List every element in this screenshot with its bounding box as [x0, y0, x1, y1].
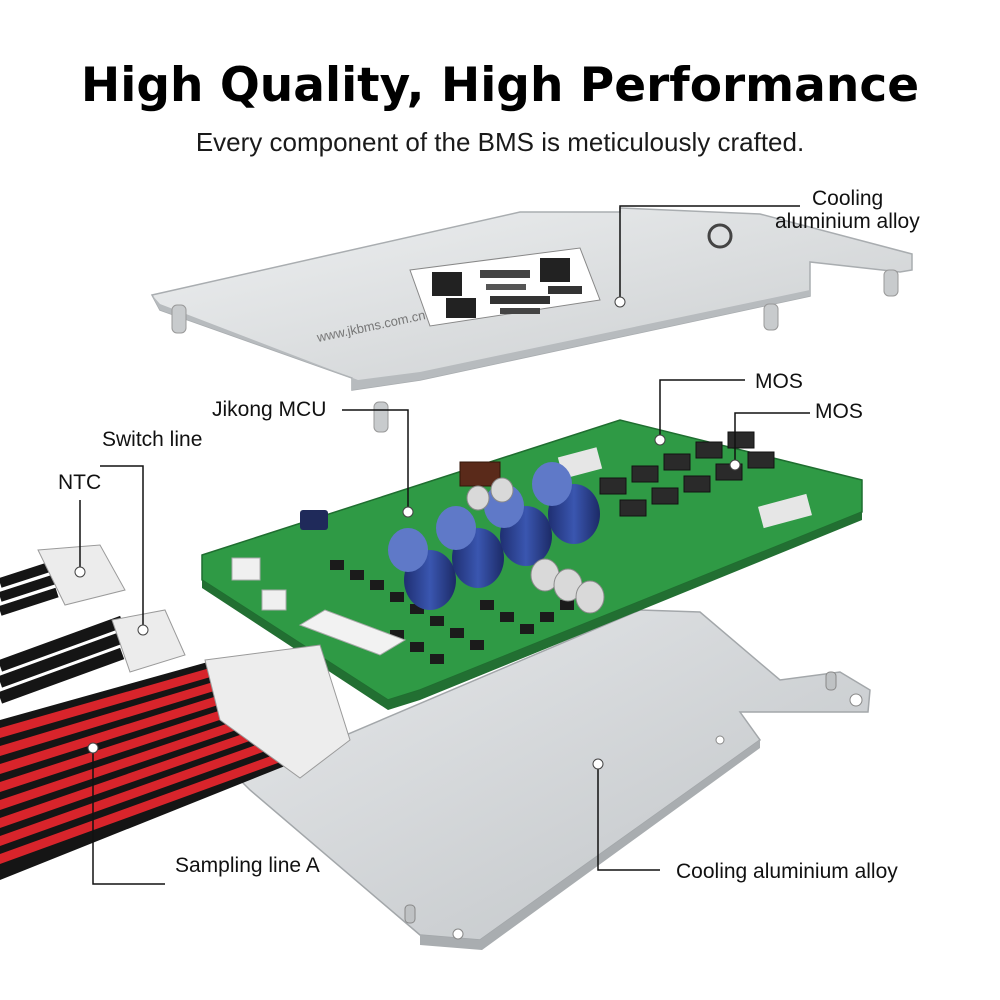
switch-wire — [0, 609, 186, 704]
leader-sampling-line — [92, 748, 165, 885]
label-mos-1: MOS — [755, 370, 803, 393]
leader-switch-line — [100, 465, 144, 630]
callout-lines — [79, 205, 810, 885]
leader-mos-2 — [734, 412, 810, 465]
sampling-wire — [0, 644, 351, 880]
label-cooling-bottom: Cooling aluminium alloy — [676, 860, 898, 883]
label-jikong-mcu: Jikong MCU — [212, 398, 327, 421]
leader-cooling-bottom — [597, 764, 660, 871]
callout-dots — [74, 296, 741, 770]
capacitors — [388, 462, 600, 610]
label-mos-2: MOS — [815, 400, 863, 423]
label-ntc: NTC — [58, 471, 102, 494]
leader-cooling-top — [619, 205, 800, 302]
qr-code — [409, 247, 601, 327]
logo-icon — [707, 223, 733, 249]
bottom-cooling-plate — [238, 609, 871, 950]
label-sampling-line: Sampling line A — [175, 854, 320, 877]
label-cooling-top-line1: Cooling — [812, 187, 884, 210]
label-cooling-top-line2: aluminium alloy — [775, 210, 920, 233]
ntc-wire — [0, 544, 126, 616]
leader-jikong-mcu — [342, 409, 409, 512]
page-subtitle: Every component of the BMS is meticulous… — [195, 127, 805, 157]
page-title: High Quality, High Performance — [80, 58, 920, 113]
leader-mos-1 — [659, 379, 745, 440]
label-switch-line: Switch line — [102, 428, 203, 451]
